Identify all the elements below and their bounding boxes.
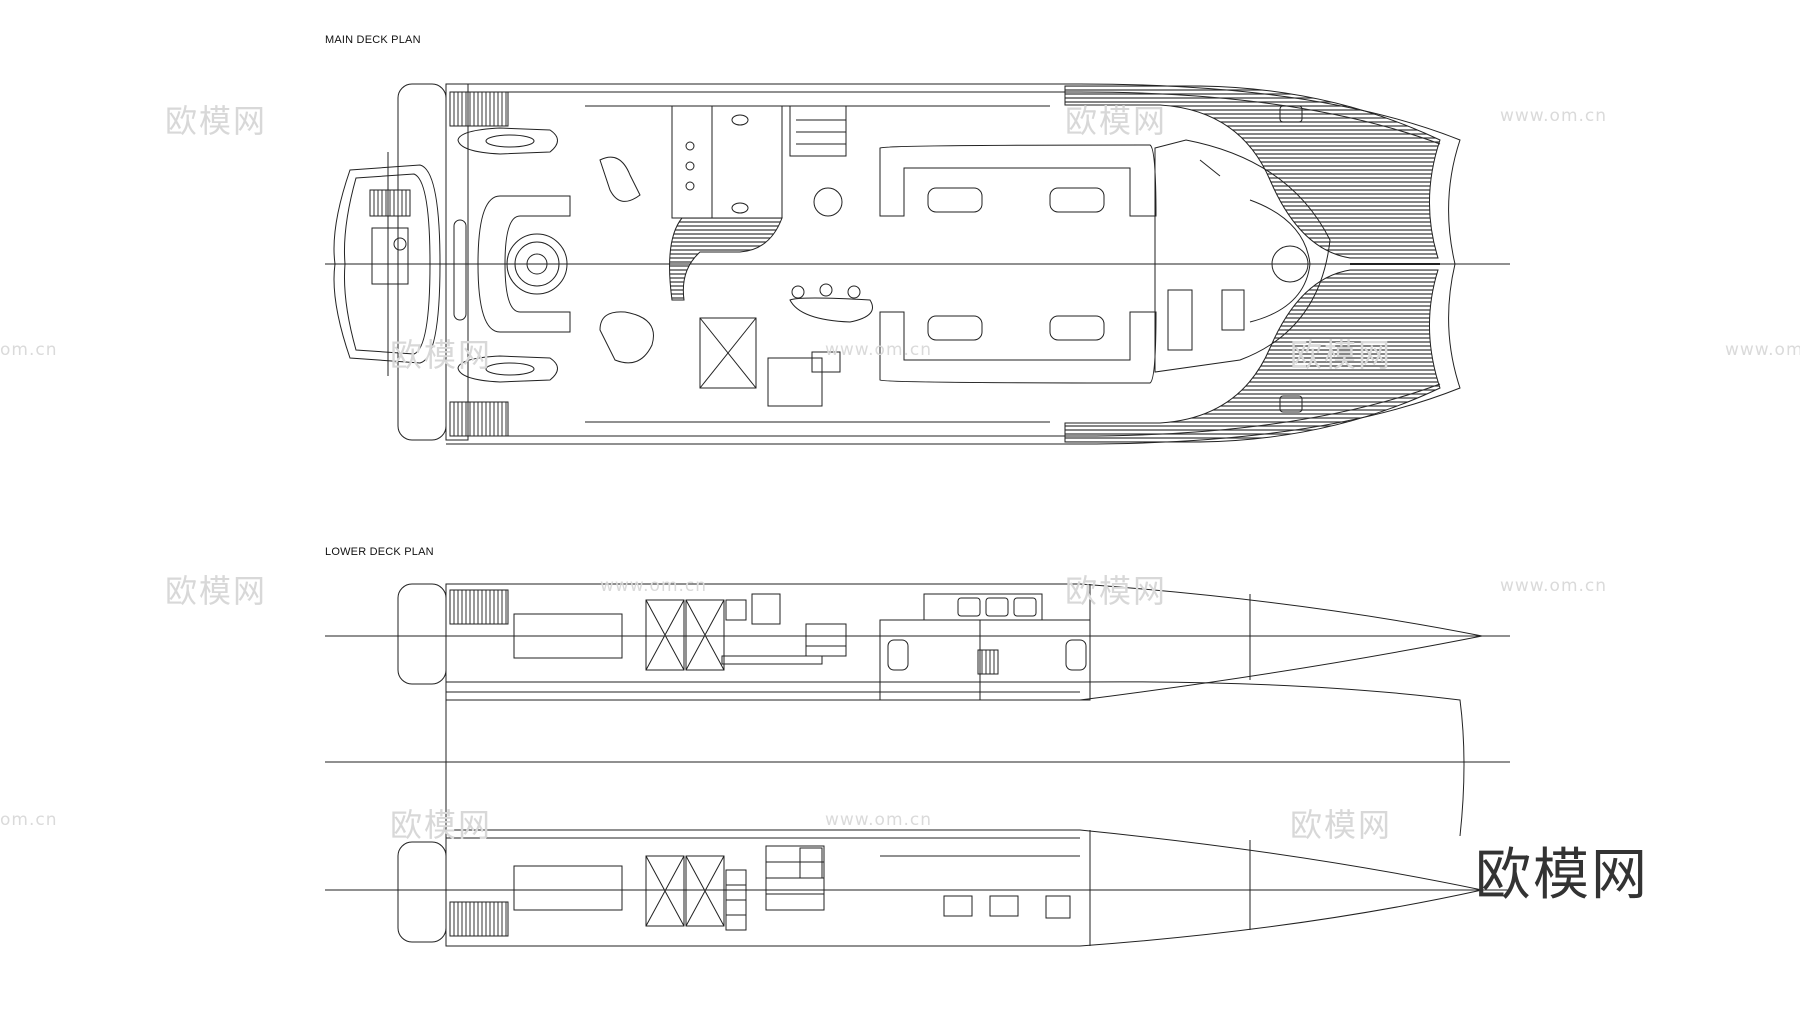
dining-table-round [813,187,843,217]
coffee-table-1 [927,187,983,213]
helm-bulkhead [1249,199,1311,323]
watermark-logo-5: 欧模网 [390,806,493,844]
main-stern-rail [453,219,467,321]
main-deck-plan [325,83,1510,445]
galley-sink [811,351,841,373]
lower-top-tank-1 [645,599,685,671]
main-galley-store [699,317,757,389]
main-deck-plan-title: MAIN DECK PLAN [325,34,421,46]
lower-top-bench [721,655,823,665]
lower-hull-top [397,583,1483,701]
lower-bottom-steps [449,901,509,937]
lower-top-dinette [923,593,1043,621]
salon-floor-hatch [669,217,783,301]
watermark-url-6: www.om.cn [1725,340,1800,360]
main-hatch-bottom [1279,395,1303,413]
lower-hull-bottom [397,829,1483,947]
salon-sofa-top [879,144,1157,217]
lower-bottom-tank-1 [645,855,685,927]
spa-tub [506,233,568,295]
watermark-url-7: om.cn [0,340,58,360]
spiral-stair-top [599,156,641,202]
aft-lounge-sofa [477,195,571,333]
jet-ski-top [457,127,558,155]
watermark-logo-8: 欧模网 [1290,336,1393,374]
watermark-url-1: www.om.cn [1500,106,1608,126]
watermark-url-3: www.om.cn [600,576,708,596]
spiral-stair-bottom [599,311,654,364]
lower-bottom-stair [765,845,825,911]
main-hatch-top [1279,105,1303,123]
jet-ski-bottom [457,355,558,383]
main-stern-steps-top [449,91,509,127]
main-stern-steps-bottom [449,401,509,437]
lower-top-stair [805,623,847,657]
lower-bottom-tank-2 [685,855,725,927]
helm-console [1167,289,1193,351]
lower-top-wc [751,593,781,625]
main-stair-bottom [767,357,823,407]
coffee-table-4 [1049,315,1105,341]
main-foredeck-bottom-teak [1064,269,1441,443]
watermark-url-2: www.om.cn [1500,576,1608,596]
lower-bottom-wc [799,847,823,879]
coffee-table-2 [1049,187,1105,213]
main-stair-top [789,105,847,157]
lower-bottom-galley-sink-1 [943,895,973,917]
helm-instruments [1221,289,1245,331]
main-transom-step [445,83,469,441]
salon-sofa-bottom [879,311,1157,384]
watermark-logo-2: 欧模网 [165,572,268,610]
lower-top-steps [449,589,509,625]
bar-counter [789,297,873,323]
lower-bottom-galley-sink-2 [989,895,1019,917]
lower-top-cabin [879,619,981,701]
watermark-url-8: om.cn [0,810,58,830]
main-transom [397,83,447,441]
helm-chair [1271,245,1309,283]
watermark-url-4: www.om.cn [825,810,933,830]
watermark-logo-4: 欧模网 [1065,572,1168,610]
lower-deck-plan-title: LOWER DECK PLAN [325,546,434,558]
lower-bottom-engine [513,865,623,911]
coffee-table-3 [927,315,983,341]
tender-boat [333,152,441,376]
watermark-logo-7: 欧模网 [390,336,493,374]
lower-top-engine [513,613,623,659]
tunnel-top-edge [446,681,1465,837]
watermark-url-5: www.om.cn [825,340,933,360]
watermark-logo-1: 欧模网 [165,102,268,140]
watermark-logo-6: 欧模网 [1290,806,1393,844]
watermark-logo-large: 欧模网 [1475,843,1649,908]
lower-top-tank-2 [685,599,725,671]
watermark-logo-3: 欧模网 [1065,102,1168,140]
main-foredeck-top-teak [1064,85,1441,259]
helm-station [1154,139,1331,373]
